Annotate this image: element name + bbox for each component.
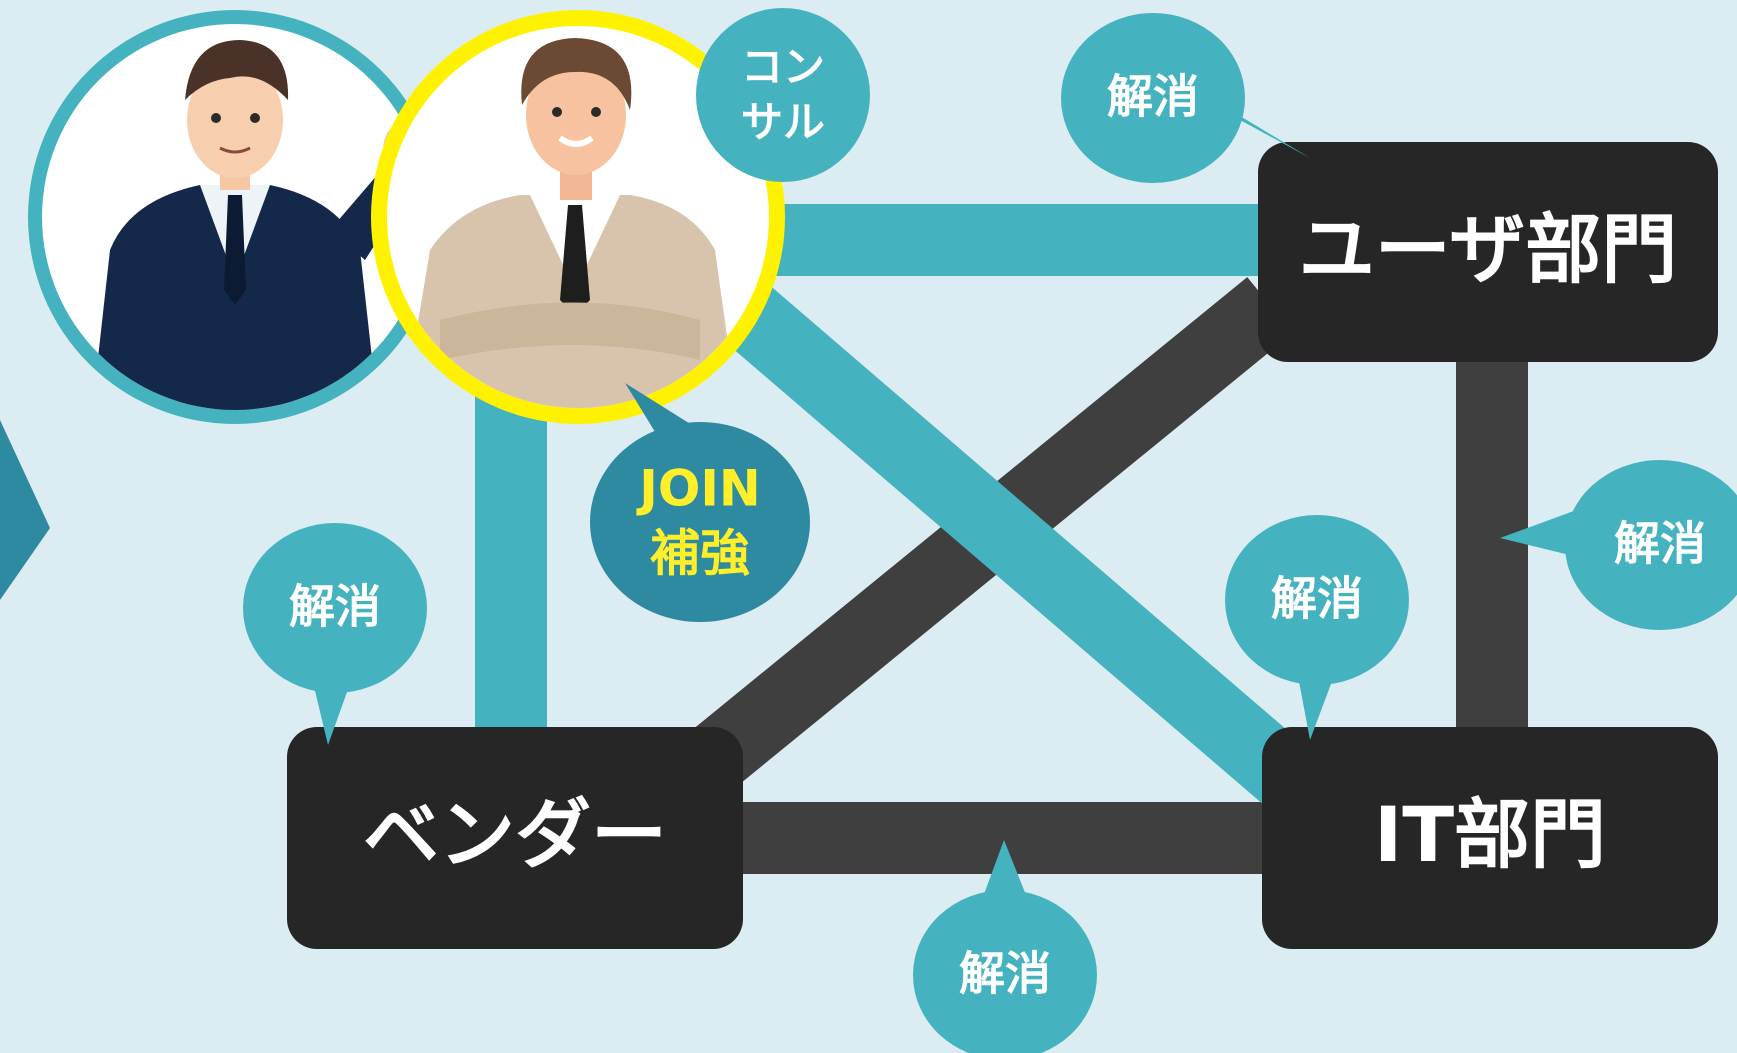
node-vendor-label: ベンダー (363, 790, 667, 879)
bubble-consultant: コン サル (696, 8, 870, 182)
bubble-resolve-top: 解消 (1061, 13, 1310, 183)
node-it: IT部門 (1262, 727, 1718, 949)
left-arrow-shape (0, 420, 50, 600)
bubble-resolve-bottom-label: 解消 (959, 947, 1051, 1001)
bubble-resolve-right-label: 解消 (1614, 517, 1706, 571)
bubble-consultant-line2: サル (741, 98, 825, 147)
node-user: ユーザ部門 (1258, 142, 1718, 362)
link-consul-it (696, 262, 1314, 808)
bubble-resolve-left: 解消 (243, 523, 427, 745)
bubble-join-line1: JOIN (636, 460, 761, 518)
node-it-label: IT部門 (1374, 790, 1606, 879)
bubble-resolve-top-label: 解消 (1107, 70, 1199, 124)
bubble-resolve-center-label: 解消 (1271, 572, 1363, 626)
node-user-label: ユーザ部門 (1299, 205, 1677, 294)
bubble-resolve-left-label: 解消 (289, 580, 381, 634)
bubble-join-line2: 補強 (650, 525, 750, 583)
node-vendor: ベンダー (287, 727, 743, 949)
node-it-box (1262, 727, 1718, 949)
bubble-resolve-center: 解消 (1225, 515, 1409, 740)
bubble-resolve-right: 解消 (1500, 460, 1737, 630)
avatar-consultant (371, 10, 785, 424)
teal-links (475, 204, 1314, 808)
bubble-resolve-bottom: 解消 (913, 840, 1097, 1053)
bubble-consultant-line1: コン (741, 43, 825, 92)
bubble-join: JOIN 補強 (590, 383, 810, 622)
node-vendor-box (287, 727, 743, 949)
avatar-client (28, 10, 442, 424)
node-user-box (1258, 142, 1718, 362)
